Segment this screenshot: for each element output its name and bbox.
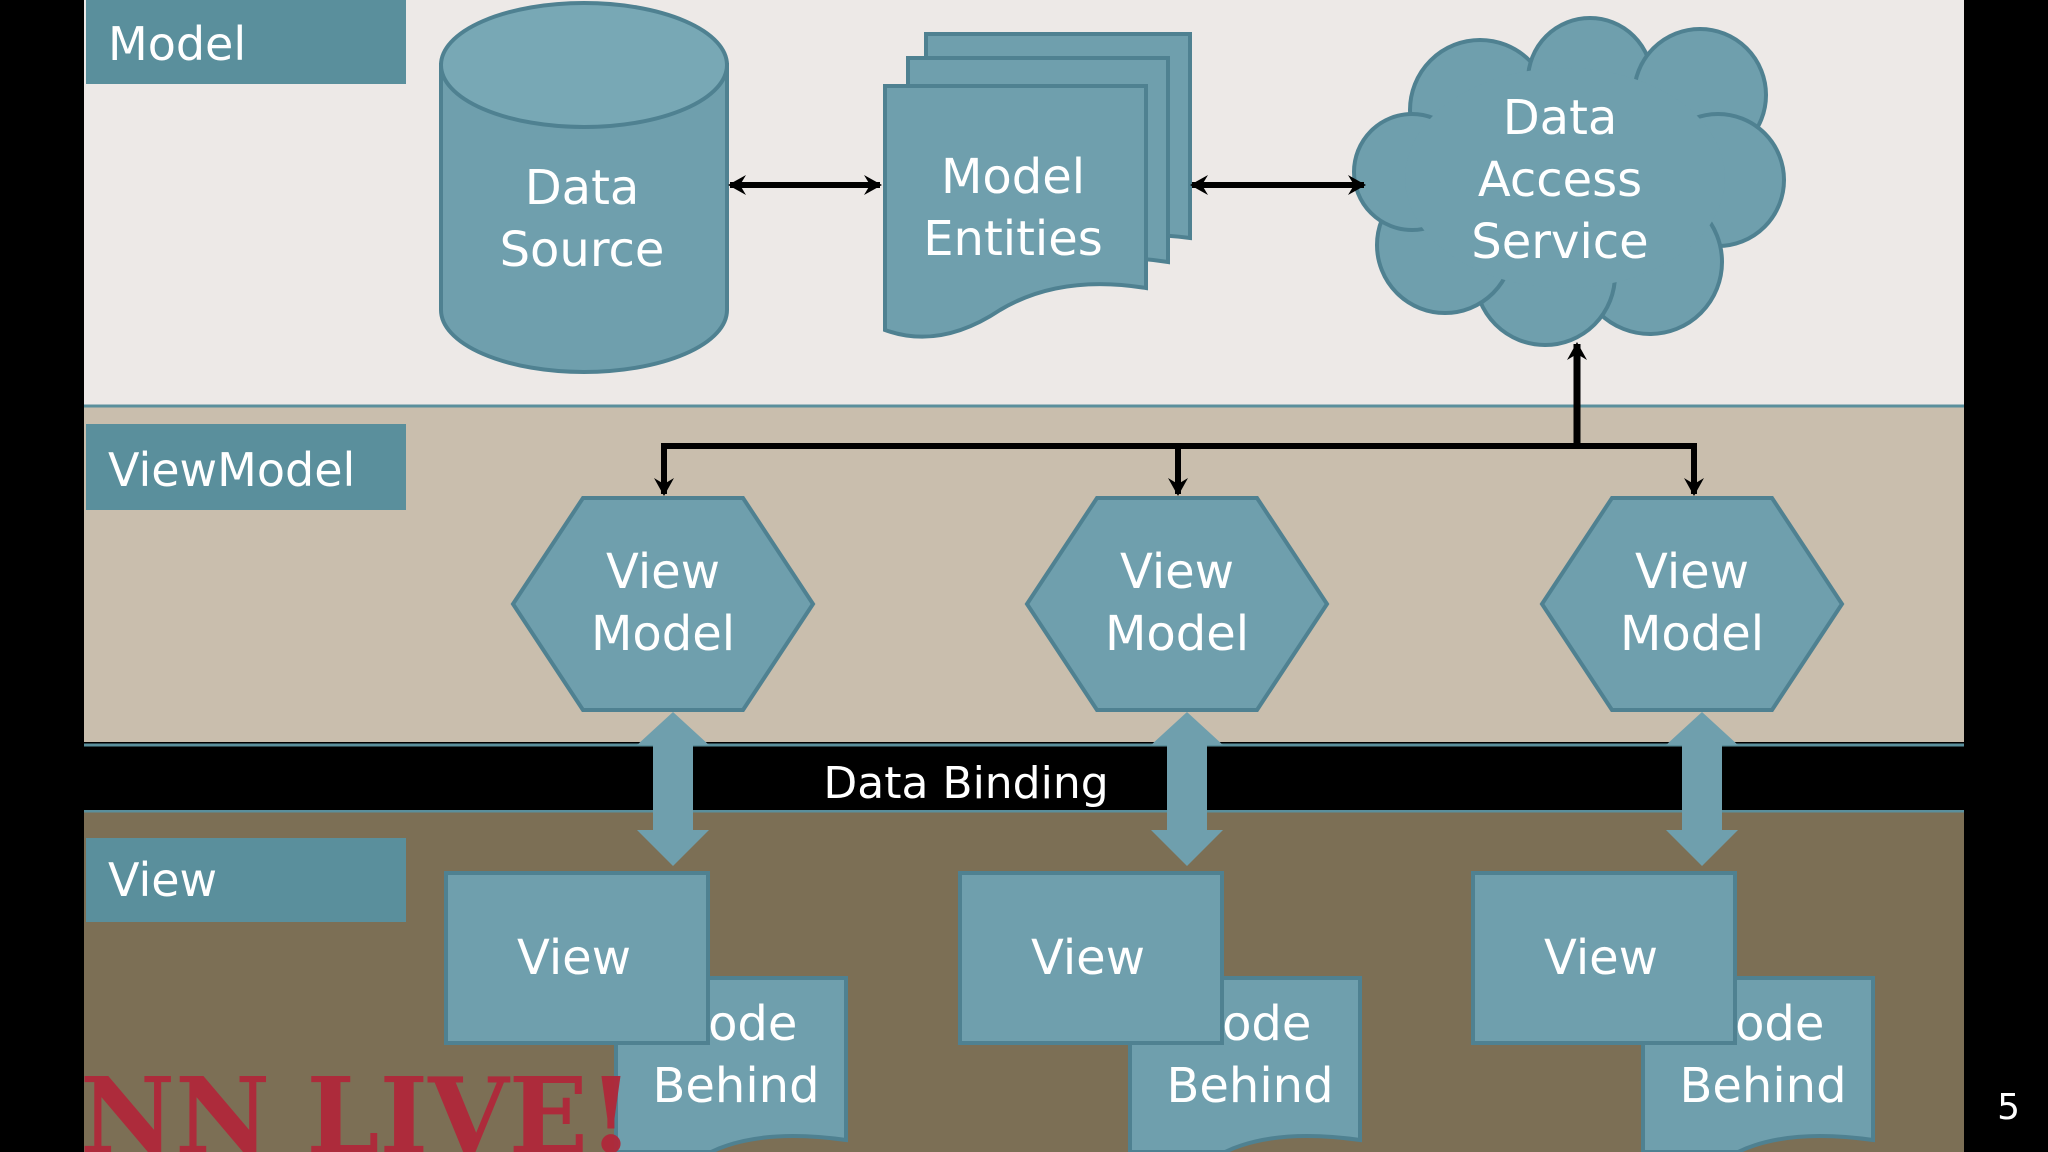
data-access-service-label-1: Data [1503,90,1618,146]
code-behind-label-2: Behind [1679,1058,1846,1114]
viewmodel-layer-label-box [86,424,406,510]
data-binding-label: Data Binding [823,758,1108,809]
viewmodel-layer-label: ViewModel [108,443,355,497]
data-source-cylinder: Data Source [439,1,729,374]
view-layer-label-box [86,838,406,922]
left-black-bar [0,0,84,1152]
data-binding-band [84,747,1964,810]
data-access-service-label-3: Service [1471,214,1648,270]
viewmodel-hexagon [1024,496,1330,712]
data-source-label-2: Source [500,222,665,278]
code-behind-label-2: Behind [652,1058,819,1114]
viewmodel-hexagon [510,496,816,712]
viewmodel-label-1: View [1120,544,1234,600]
viewmodel-label-2: Model [1105,606,1249,662]
viewmodel-label-1: View [606,544,720,600]
view-box [958,871,1224,1045]
view-box-label: View [1544,930,1658,986]
data-access-service-cloud [1352,16,1786,347]
view-box [1471,871,1737,1045]
binding-arrow [637,712,709,866]
view-box-label: View [517,930,631,986]
model-layer-label: Model [108,17,246,71]
data-source-label-1: Data [525,160,640,216]
view-box [444,871,710,1045]
viewmodel-label-2: Model [1620,606,1764,662]
viewmodel-label-2: Model [591,606,735,662]
right-black-bar [1964,0,2048,1152]
view-box-label: View [1031,930,1145,986]
code-behind-label-2: Behind [1166,1058,1333,1114]
model-entities-documents: Model Entities [883,32,1192,339]
viewmodel-hexagon [1539,496,1845,712]
binding-arrow [1666,712,1738,866]
watermark-logo: NN LIVE! [80,1054,634,1152]
model-entities-label-2: Entities [923,211,1103,267]
viewmodel-label-1: View [1635,544,1749,600]
model-layer-label-box [86,0,406,84]
view-layer-label: View [108,853,217,907]
binding-arrow [1151,712,1223,866]
page-number: 5 [1997,1087,2020,1128]
data-access-service-label-2: Access [1478,152,1642,208]
model-entities-label-1: Model [941,149,1085,205]
